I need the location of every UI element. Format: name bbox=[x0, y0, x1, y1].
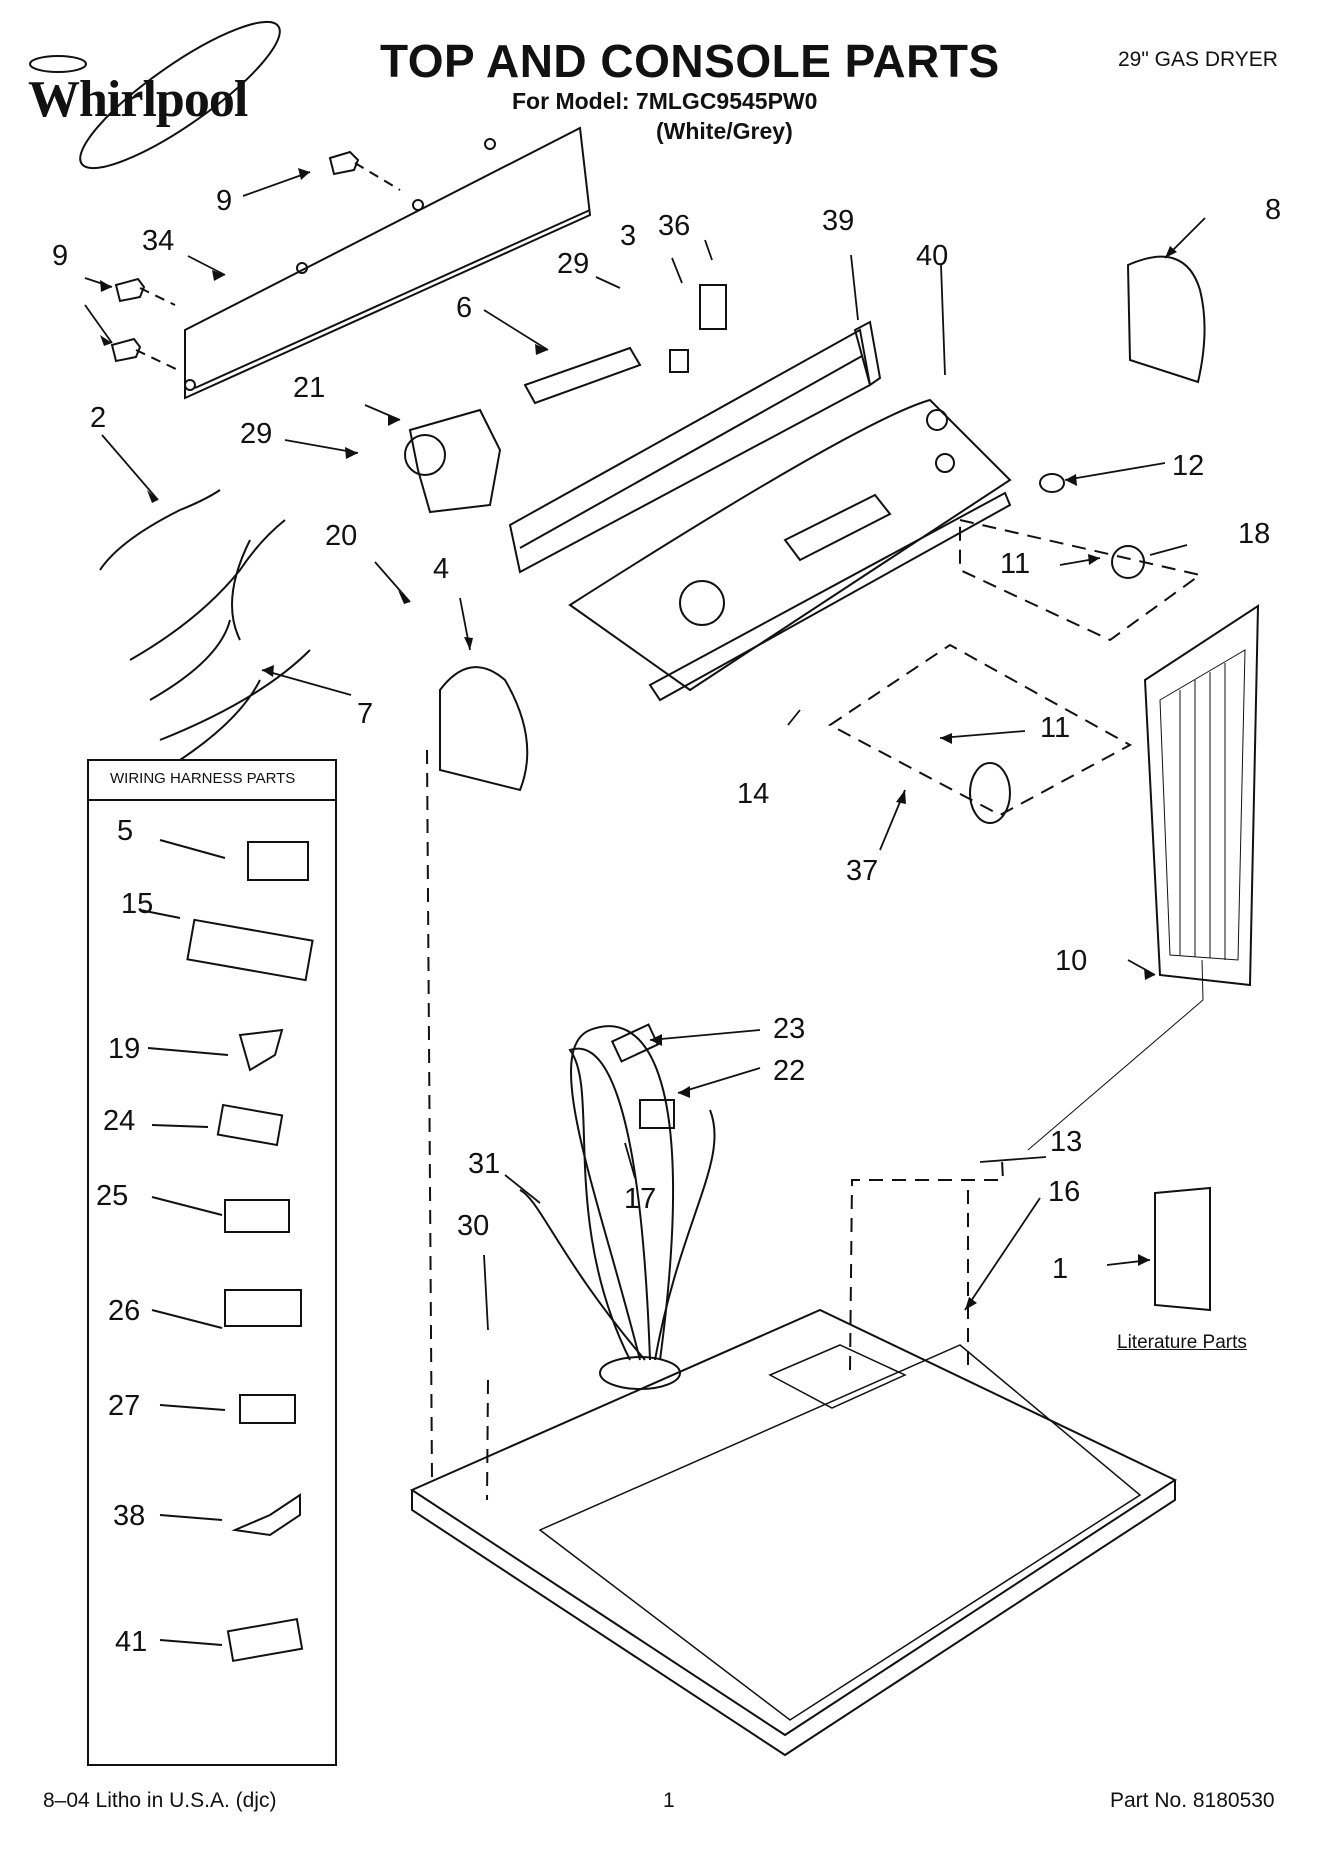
literature-callout: 1 bbox=[1052, 1253, 1069, 1285]
console-part bbox=[568, 398, 1012, 692]
callout-39: 39 bbox=[822, 205, 855, 237]
callout-13: 13 bbox=[1050, 1126, 1083, 1158]
ring-part bbox=[1039, 473, 1065, 493]
harness-callout-25: 25 bbox=[96, 1180, 129, 1212]
top-panel-part bbox=[409, 1308, 1178, 1737]
callout-36: 36 bbox=[658, 210, 691, 242]
harness-callout-38: 38 bbox=[113, 1500, 146, 1532]
callout-37: 37 bbox=[846, 855, 879, 887]
page-title: TOP AND CONSOLE PARTS bbox=[380, 35, 1000, 87]
logo-ring bbox=[29, 55, 87, 73]
callout-31: 31 bbox=[468, 1148, 501, 1180]
callout-30: 30 bbox=[457, 1210, 490, 1242]
callout-7: 7 bbox=[357, 698, 374, 730]
callout-14: 14 bbox=[737, 778, 770, 810]
console-backsplash-part bbox=[508, 328, 872, 574]
footer-litho: 8–04 Litho in U.S.A. (djc) bbox=[43, 1789, 277, 1812]
harness-callout-19: 19 bbox=[108, 1033, 141, 1065]
callout-6: 6 bbox=[456, 292, 473, 324]
whirlpool-logo: Whirlpool bbox=[28, 71, 248, 128]
callout-12: 12 bbox=[1172, 450, 1205, 482]
dryer-type: 29" GAS DRYER bbox=[1118, 48, 1278, 71]
callout-11a: 11 bbox=[1000, 548, 1031, 580]
callout-17: 17 bbox=[624, 1183, 657, 1215]
wiring-harness-box bbox=[87, 759, 337, 1766]
harness-callout-5: 5 bbox=[117, 815, 134, 847]
footer-page-number: 1 bbox=[663, 1789, 675, 1812]
callout-18: 18 bbox=[1238, 518, 1271, 550]
harness-callout-24: 24 bbox=[103, 1105, 136, 1137]
wiring-harness-title: WIRING HARNESS PARTS bbox=[110, 770, 296, 787]
callout-2: 2 bbox=[90, 402, 107, 434]
lint-screen-part bbox=[1143, 604, 1260, 987]
callout-29a: 29 bbox=[557, 248, 590, 280]
knob-part-2 bbox=[969, 762, 1011, 824]
logo-swoosh bbox=[79, 20, 281, 170]
callout-23: 23 bbox=[773, 1013, 806, 1045]
callout-4: 4 bbox=[433, 553, 450, 585]
callout-16: 16 bbox=[1048, 1176, 1081, 1208]
harness-callout-27: 27 bbox=[108, 1390, 141, 1422]
callout-10: 10 bbox=[1055, 945, 1088, 977]
callout-11b: 11 bbox=[1040, 712, 1071, 744]
callout-22: 22 bbox=[773, 1055, 806, 1087]
callout-9a: 9 bbox=[216, 185, 233, 217]
literature-label: Literature Parts bbox=[1117, 1332, 1247, 1353]
callout-40: 40 bbox=[916, 240, 949, 272]
footer-part-number: Part No. 8180530 bbox=[1110, 1789, 1275, 1812]
callout-9b: 9 bbox=[52, 240, 69, 272]
timer-part bbox=[408, 408, 502, 514]
callout-8: 8 bbox=[1265, 194, 1282, 226]
callout-20: 20 bbox=[325, 520, 358, 552]
back-panel-part bbox=[184, 126, 592, 400]
harness-callout-26: 26 bbox=[108, 1295, 141, 1327]
harness-callout-15: 15 bbox=[121, 888, 154, 920]
model-line: For Model: 7MLGC9545PW0 bbox=[512, 88, 818, 114]
callout-29b: 29 bbox=[240, 418, 273, 450]
literature-part bbox=[1154, 1186, 1211, 1312]
callout-34: 34 bbox=[142, 225, 175, 257]
endcap-right-part bbox=[1126, 255, 1206, 384]
switch-part bbox=[523, 346, 642, 405]
harness-callout-41: 41 bbox=[115, 1626, 148, 1658]
callout-3: 3 bbox=[620, 220, 637, 252]
callout-21: 21 bbox=[293, 372, 326, 404]
color-line: (White/Grey) bbox=[656, 118, 793, 144]
endcap-left-part bbox=[439, 666, 529, 792]
